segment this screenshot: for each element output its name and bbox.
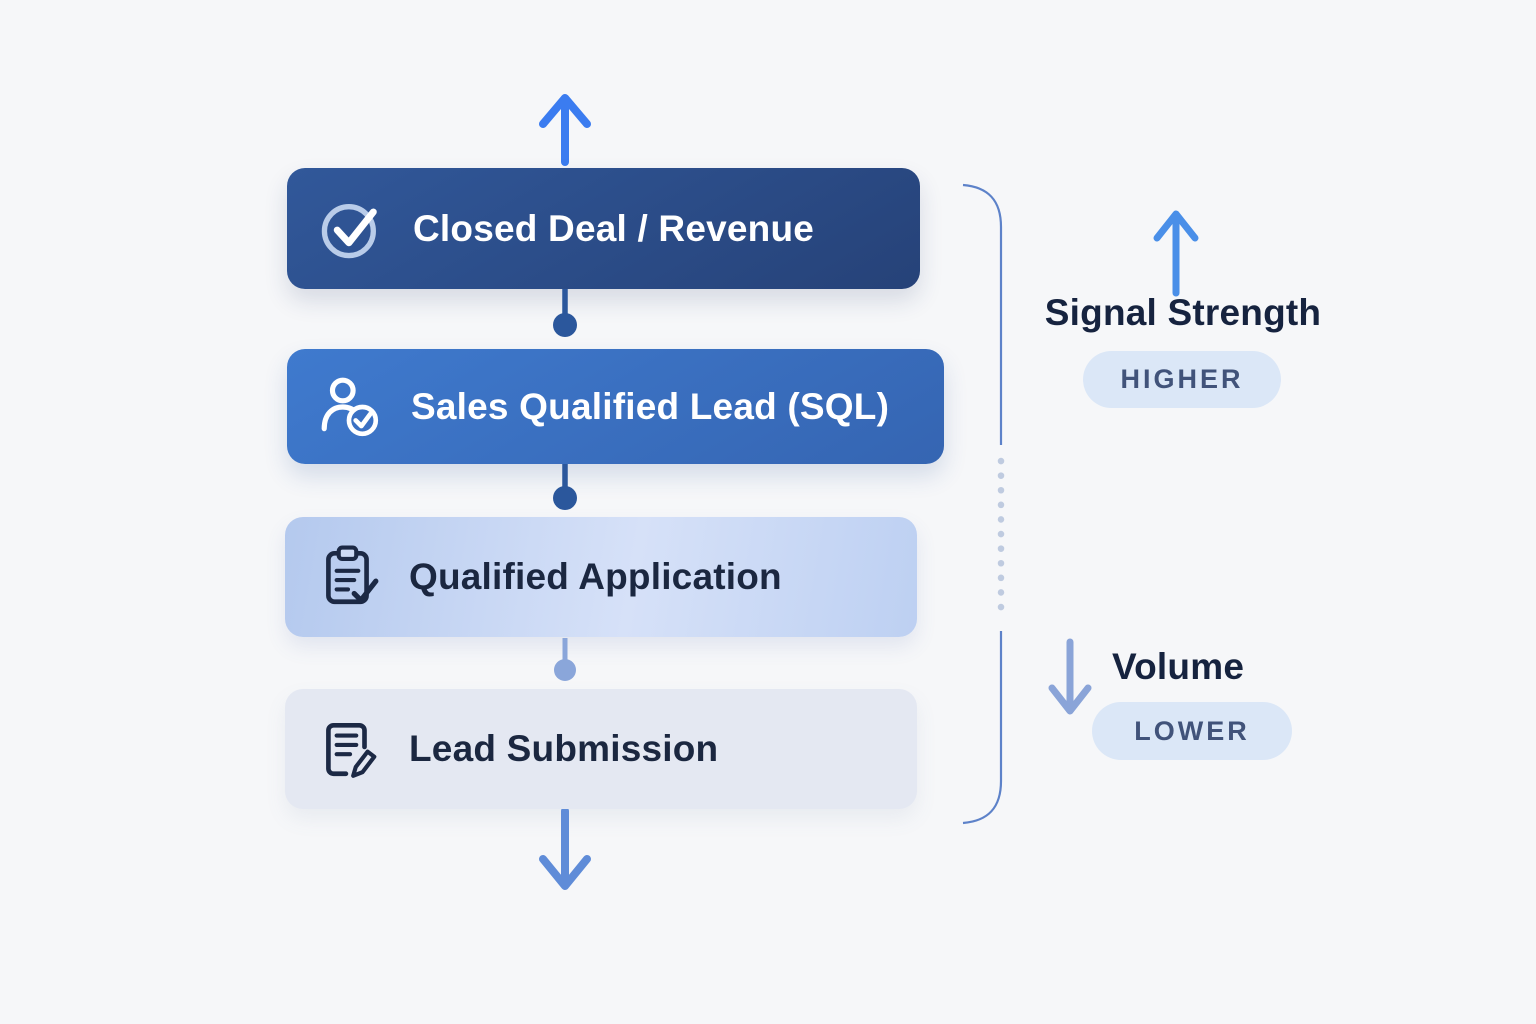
stage-label: Sales Qualified Lead (SQL) [411,385,890,427]
document-edit-icon [326,722,377,778]
stage-label: Qualified Application [409,556,782,597]
stage-closed-deal: Closed Deal / Revenue [287,168,920,289]
connector-dot-1 [553,289,577,337]
bracket [962,183,1005,825]
signal-badge-label: HIGHER [1120,364,1244,394]
connector-dot-2 [553,464,577,510]
stage-label: Closed Deal / Revenue [413,207,815,249]
connector-dot-3 [554,638,576,681]
volume-badge-label: LOWER [1134,715,1250,746]
signal-strength-title: Signal Strength [1044,292,1322,333]
volume-down-arrow-icon [1048,638,1092,715]
volume-title: Volume [1112,646,1245,687]
check-circle-icon [321,203,377,258]
funnel-up-arrow-icon [539,94,591,166]
stage-sales-qualified-lead: Sales Qualified Lead (SQL) [287,349,944,464]
signal-up-arrow-icon [1153,210,1199,297]
signal-higher-badge: HIGHER [1083,351,1281,408]
funnel-down-arrow-icon [539,809,591,890]
volume-lower-badge: LOWER [1092,702,1292,760]
clipboard-check-icon [326,545,379,605]
person-check-icon [321,377,379,436]
stage-qualified-application: Qualified Application [285,517,917,637]
stage-label: Lead Submission [409,728,719,769]
stage-lead-submission: Lead Submission [285,689,917,809]
